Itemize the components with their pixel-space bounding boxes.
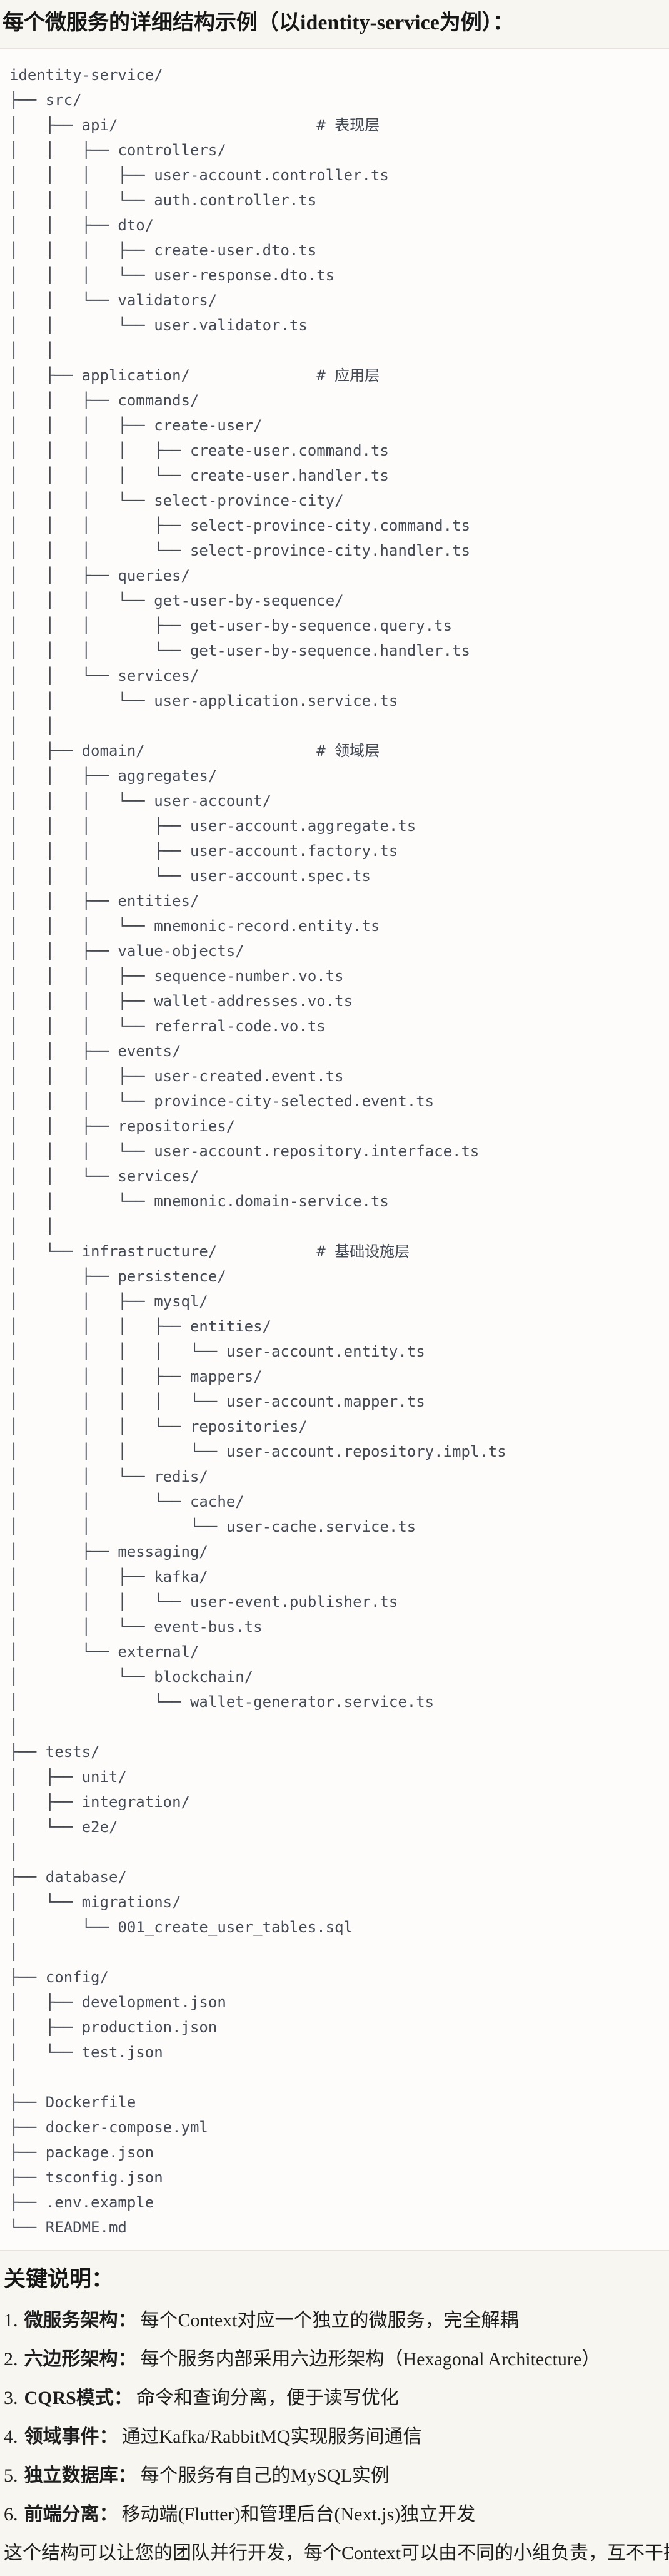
keynote-colon: ： <box>118 2310 137 2331</box>
keynote-desc: 每个服务内部采用六边形架构（Hexagonal Architecture） <box>140 2349 601 2370</box>
keynote-desc: 每个Context对应一个独立的微服务，完全解耦 <box>140 2310 519 2331</box>
keynote-desc: 移动端(Flutter)和管理后台(Next.js)独立开发 <box>121 2504 476 2525</box>
keynote-item: 6. 前端分离：移动端(Flutter)和管理后台(Next.js)独立开发 <box>4 2503 663 2527</box>
keynote-item: 4. 领域事件：通过Kafka/RabbitMQ实现服务间通信 <box>4 2425 663 2449</box>
keynote-colon: ： <box>113 2388 133 2408</box>
closing-paragraph: 这个结构可以让您的团队并行开发，每个Context可以由不同的小组负责，互不干扰… <box>4 2543 669 2563</box>
keynotes-section: 关键说明： 1.微服务架构：每个Context对应一个独立的微服务，完全解耦 2… <box>0 2251 669 2574</box>
keynote-term: 六边形架构 <box>24 2349 118 2370</box>
keynote-number: 3. <box>4 2388 18 2408</box>
directory-tree-text: identity-service/ ├── src/ │ ├── api/ # … <box>9 66 506 2236</box>
keynote-colon: ： <box>99 2504 118 2525</box>
page-title: 每个微服务的详细结构示例（以identity-service为例）： <box>3 11 514 34</box>
keynote-term: 前端分离 <box>24 2504 99 2525</box>
keynote-desc: 每个服务有自己的MySQL实例 <box>140 2465 390 2486</box>
keynote-item: 5. 独立数据库：每个服务有自己的MySQL实例 <box>4 2464 663 2488</box>
keynote-number: 1. <box>4 2310 18 2331</box>
code-block: identity-service/ ├── src/ │ ├── api/ # … <box>0 48 669 2251</box>
keynote-item: 3. CQRS模式：命令和查询分离，便于读写优化 <box>4 2386 663 2410</box>
keynote-colon: ： <box>118 2349 137 2370</box>
keynote-item: 2. 六边形架构：每个服务内部采用六边形架构（Hexagonal Architec… <box>4 2348 663 2371</box>
keynote-colon: ： <box>99 2426 118 2447</box>
keynote-term: 领域事件 <box>24 2426 99 2447</box>
keynote-number: 2. <box>4 2349 18 2370</box>
keynote-desc: 命令和查询分离，便于读写优化 <box>136 2388 399 2408</box>
keynotes-heading: 关键说明： <box>4 2267 114 2291</box>
keynote-number: 5. <box>4 2465 18 2486</box>
keynote-number: 6. <box>4 2504 18 2525</box>
keynote-term: 独立数据库 <box>24 2465 118 2486</box>
keynote-term: CQRS模式 <box>24 2388 114 2408</box>
keynote-term: 微服务架构 <box>24 2310 118 2331</box>
keynote-colon: ： <box>118 2465 137 2486</box>
keynote-desc: 通过Kafka/RabbitMQ实现服务间通信 <box>121 2426 422 2447</box>
keynote-number: 4. <box>4 2426 18 2447</box>
keynote-item: 1. 微服务架构：每个Context对应一个独立的微服务，完全解耦 <box>4 2309 663 2333</box>
